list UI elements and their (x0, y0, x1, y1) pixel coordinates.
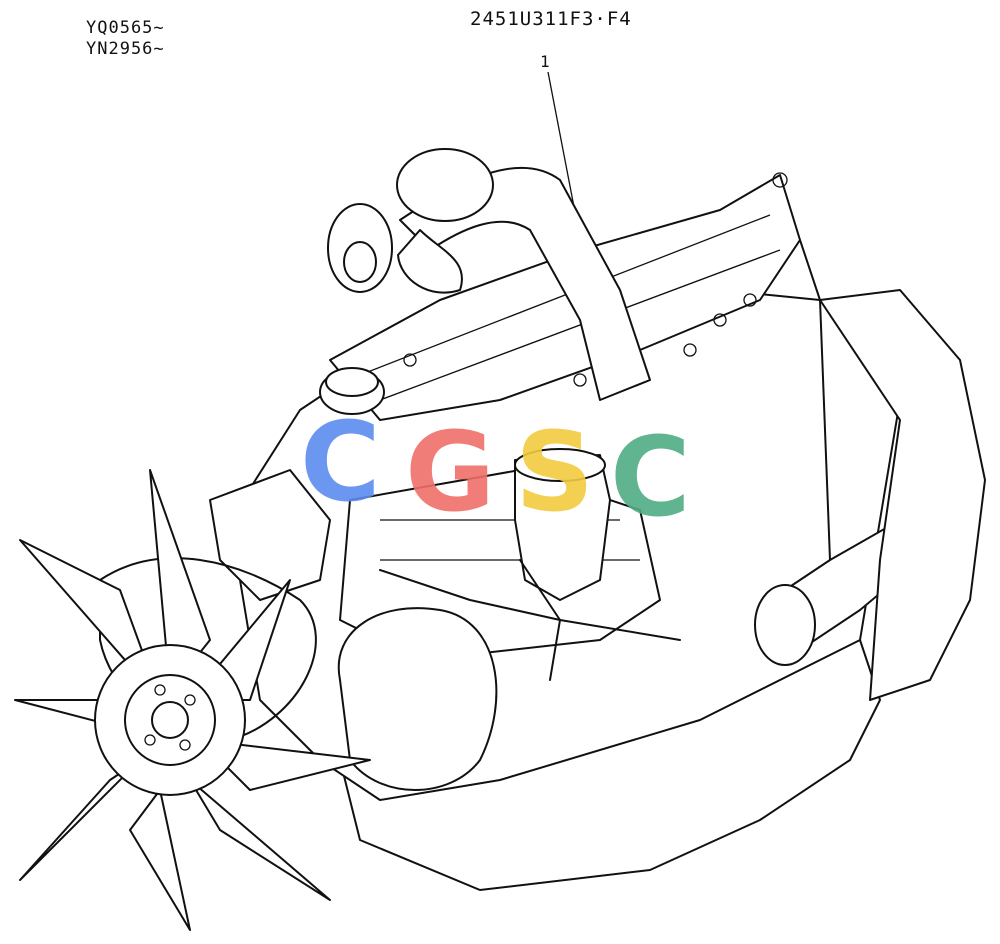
serial-range-1: YQ0565~ (86, 18, 165, 38)
fuel-line (379, 569, 681, 641)
fuel-filter (514, 448, 611, 601)
cooling-fan (14, 469, 371, 931)
dipstick (799, 239, 831, 561)
flywheel-housing (819, 289, 986, 701)
oil-filler-cap (319, 367, 385, 415)
serial-range-list: YQ0565~ YN2956~ (86, 18, 165, 60)
alternator (337, 607, 498, 791)
part-number: 2451U311F3·F4 (470, 8, 632, 30)
watermark-letter-c: C (300, 398, 381, 526)
watermark: C G S C (300, 398, 691, 541)
serial-range-2: YN2956~ (86, 39, 165, 59)
water-pump (209, 469, 331, 601)
watermark-letter-c2: C (610, 413, 691, 541)
watermark-letter-g: G (405, 408, 495, 536)
watermark-letter-s: S (515, 408, 594, 536)
callout-label: 1 (540, 52, 550, 71)
head-bolts (403, 172, 788, 387)
turbocharger (327, 148, 494, 294)
